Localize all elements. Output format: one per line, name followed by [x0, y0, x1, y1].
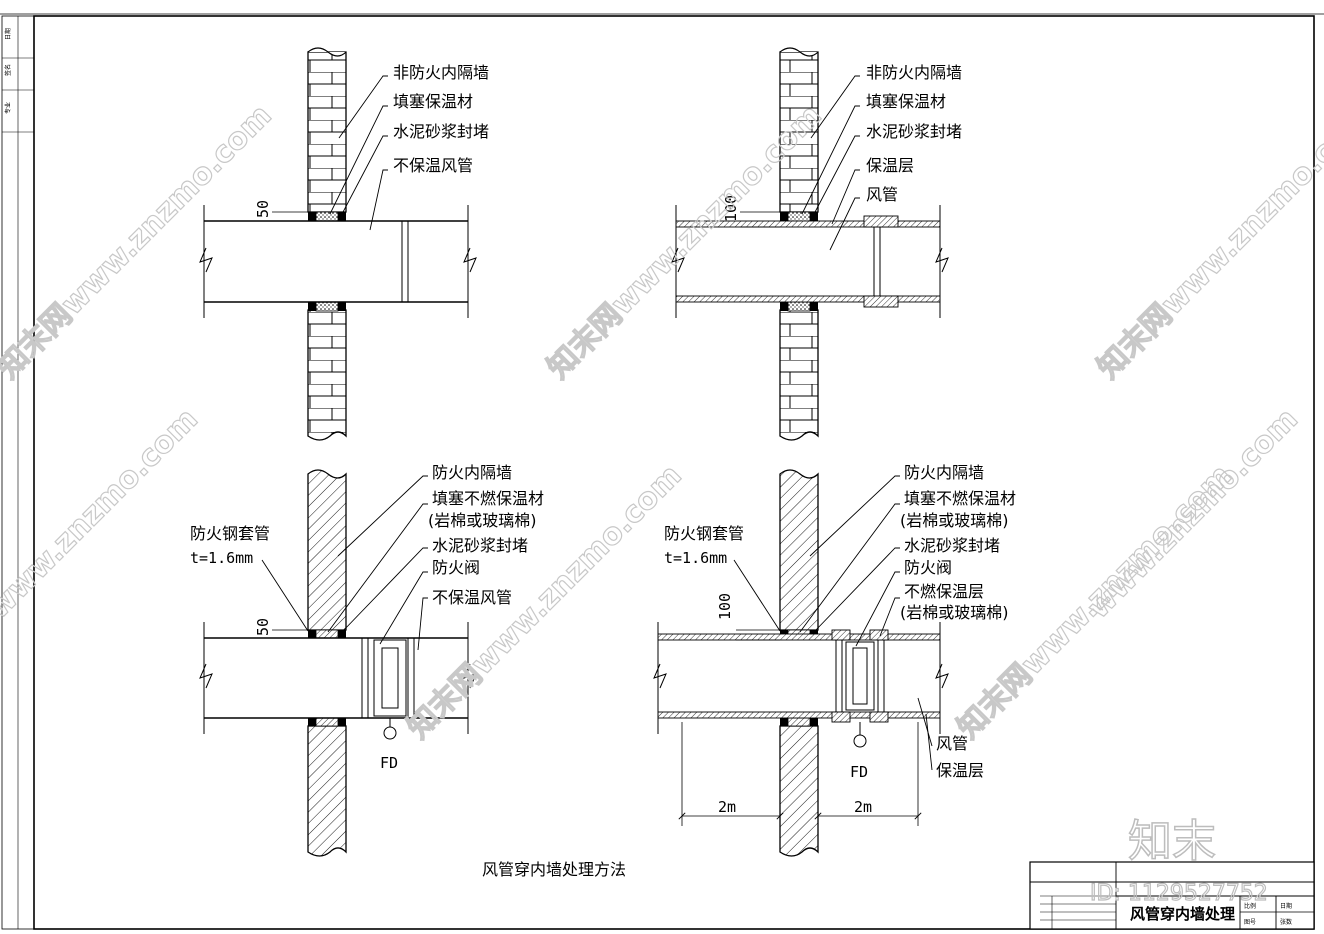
- title-block-label: 张数: [1280, 918, 1292, 926]
- callout-label: 防火内隔墙: [904, 463, 984, 482]
- dimension-label: 100: [716, 593, 734, 620]
- fire-wall-lower: [779, 725, 819, 857]
- callout-label: 非防火内隔墙: [866, 63, 962, 82]
- callout-label: 防火内隔墙: [432, 463, 512, 482]
- insulation-fill: [315, 211, 339, 222]
- fd-symbol: [853, 734, 867, 748]
- insulation-label: 保温层: [936, 761, 984, 780]
- dimension-label: 50: [254, 200, 272, 218]
- mortar-seal: [810, 212, 818, 221]
- dimension-label: 2m: [854, 798, 872, 816]
- insulation-layer-top: [657, 633, 941, 641]
- sleeve-label: 防火钢套管: [664, 524, 744, 543]
- callout-label: 水泥砂浆封堵: [904, 536, 1000, 555]
- mortar-seal: [338, 630, 346, 638]
- fire-damper: [845, 641, 875, 711]
- thickness-label: t=1.6mm: [664, 549, 727, 567]
- fire-wall-lower: [307, 725, 347, 857]
- mortar-seal: [810, 718, 818, 726]
- title-block: 风管穿内墙处理 比例 图号 日期 张数 ID: 1129527752: [1029, 861, 1315, 930]
- callout-label: 填塞不燃保温材: [904, 489, 1016, 508]
- margin-label: 专业: [4, 102, 12, 114]
- dimension-label: 2m: [718, 798, 736, 816]
- insulation-fill: [787, 211, 811, 222]
- callout-label: 填塞保温材: [393, 92, 473, 111]
- margin-label: 日期: [4, 28, 12, 40]
- margin-label: 签名: [4, 64, 12, 76]
- callout-label: 防火阀: [432, 558, 480, 577]
- mortar-seal: [338, 718, 346, 726]
- panel-top-left: 50 非防火内隔墙 填塞保温材 水泥砂浆封堵 不保温风管: [199, 47, 489, 441]
- callout-label: 保温层: [866, 156, 914, 175]
- brick-wall-lower: [779, 309, 819, 441]
- panel-top-right: 100 非防火内隔墙 填塞保温材 水泥砂浆封堵 保温层 风管: [671, 47, 962, 441]
- sleeve-label: 防火钢套管: [190, 524, 270, 543]
- dimension-label: 50: [254, 618, 272, 636]
- mortar-seal: [338, 302, 346, 311]
- callout-label: 风管: [866, 185, 898, 204]
- thickness-label: t=1.6mm: [190, 549, 253, 567]
- callout-label: 非防火内隔墙: [393, 63, 489, 82]
- insulation-fill: [315, 717, 339, 727]
- insulation-fill: [787, 717, 811, 727]
- callout-label: 水泥砂浆封堵: [393, 122, 489, 141]
- insulation-fill: [315, 629, 339, 639]
- mortar-seal: [780, 302, 788, 311]
- dimension-label: 100: [722, 195, 740, 222]
- watermark-id: ID: 1129527752: [1090, 881, 1268, 906]
- watermark-logo: 知末: [1128, 816, 1216, 867]
- callout-label: 填塞不燃保温材: [432, 489, 544, 508]
- insulation-fill: [787, 301, 811, 312]
- fire-wall-upper: [307, 469, 347, 631]
- panel-bottom-right: FD 100 防火钢套管 t=1.6mm 防火内隔墙 填塞不燃保温材 (岩棉或玻…: [653, 463, 1016, 857]
- brick-wall-upper: [307, 51, 347, 213]
- callout-label: 不保温风管: [432, 588, 512, 607]
- callout-label: 填塞保温材: [866, 92, 946, 111]
- brick-wall-lower: [307, 309, 347, 441]
- insulation-fill: [315, 301, 339, 312]
- fd-symbol: [383, 726, 397, 740]
- fire-wall-upper: [779, 469, 819, 631]
- mortar-seal: [308, 718, 316, 726]
- mortar-seal: [810, 302, 818, 311]
- drawing-caption: 风管穿内墙处理方法: [482, 860, 626, 879]
- callout-label: 水泥砂浆封堵: [432, 536, 528, 555]
- title-block-title: 风管穿内墙处理: [1130, 905, 1235, 923]
- callout-label: (岩棉或玻璃棉): [900, 511, 1009, 530]
- insulation-layer-bottom: [657, 711, 941, 719]
- mortar-seal: [338, 212, 346, 221]
- mortar-seal: [308, 630, 316, 638]
- fire-damper: [373, 639, 407, 717]
- title-block-label: 比例: [1244, 902, 1256, 910]
- title-block-label: 日期: [1280, 902, 1292, 910]
- panel-bottom-left: FD 50 防火钢套管 t=1.6mm 防火内隔墙 填塞不燃保温材 (岩棉或玻璃…: [190, 463, 544, 857]
- insulation-layer-bottom: [675, 295, 941, 303]
- fd-label: FD: [850, 763, 868, 781]
- callout-label: 不保温风管: [393, 156, 473, 175]
- title-block-label: 图号: [1244, 919, 1256, 926]
- fd-label: FD: [380, 754, 398, 772]
- callout-label: 水泥砂浆封堵: [866, 122, 962, 141]
- mortar-seal: [308, 212, 316, 221]
- mortar-seal: [308, 302, 316, 311]
- callout-label: 防火阀: [904, 558, 952, 577]
- callout-label: (岩棉或玻璃棉): [428, 511, 537, 530]
- callout-label: 不燃保温层: [904, 582, 984, 601]
- mortar-seal: [780, 718, 788, 726]
- callout-label: (岩棉或玻璃棉): [900, 603, 1009, 622]
- duct-label: 风管: [936, 734, 968, 753]
- mortar-seal: [780, 212, 788, 221]
